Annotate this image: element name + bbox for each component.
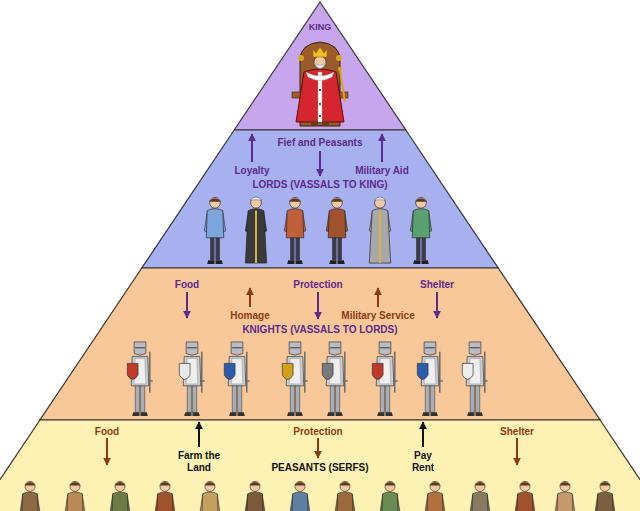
peasant-figure bbox=[425, 481, 445, 511]
pyramid-tier: KNIGHTS (VASSALS TO LORDS) Food Protection… bbox=[39, 268, 601, 420]
tier-arrow bbox=[381, 134, 383, 162]
knight-figure bbox=[417, 342, 442, 416]
tier-arrow bbox=[249, 288, 251, 307]
arrow-label: Fief and Peasants bbox=[277, 137, 362, 149]
lord-figure bbox=[204, 197, 225, 264]
tier-illustration bbox=[39, 268, 601, 420]
arrow-label: Food bbox=[95, 426, 119, 438]
arrow-label: Loyalty bbox=[234, 165, 269, 177]
peasant-figure bbox=[595, 481, 615, 511]
arrow-label: Military Aid bbox=[355, 165, 409, 177]
peasant-figure bbox=[380, 481, 400, 511]
tier-fill bbox=[0, 420, 640, 511]
tier-arrow bbox=[319, 151, 321, 176]
peasant-figure bbox=[200, 481, 220, 511]
arrow-label: Protection bbox=[293, 279, 342, 291]
peasant-figure bbox=[555, 481, 575, 511]
lord-figure bbox=[284, 197, 305, 264]
tier-title: KING bbox=[309, 22, 332, 32]
arrow-label: Protection bbox=[293, 426, 342, 438]
arrow-label: Homage bbox=[230, 310, 269, 322]
peasant-figures bbox=[20, 481, 615, 511]
peasant-figure bbox=[290, 481, 310, 511]
tier-arrow bbox=[186, 292, 188, 318]
tier-arrow bbox=[198, 422, 200, 447]
arrow-label: Shelter bbox=[500, 426, 534, 438]
knight-figure bbox=[462, 342, 487, 416]
lord-figure bbox=[326, 197, 347, 264]
lord-figure bbox=[369, 197, 390, 263]
tier-outline bbox=[0, 420, 640, 480]
pyramid-tier: PEASANTS (SERFS) Food Protection ShelterFar… bbox=[0, 420, 640, 511]
peasant-figure bbox=[20, 481, 40, 511]
knight-figure bbox=[322, 342, 347, 416]
tier-fill bbox=[142, 130, 498, 268]
arrow-label: Farm the Land bbox=[172, 450, 226, 473]
arrow-label: Food bbox=[175, 279, 199, 291]
knight-figure bbox=[179, 342, 204, 416]
knight-figure bbox=[127, 342, 152, 416]
tier-arrow bbox=[106, 438, 108, 465]
arrow-label: Shelter bbox=[420, 279, 454, 291]
peasant-figure bbox=[335, 481, 355, 511]
tier-outline bbox=[40, 268, 600, 420]
tier-outline bbox=[142, 130, 498, 268]
tier-arrow bbox=[422, 422, 424, 447]
peasant-figure bbox=[515, 481, 535, 511]
tier-shape bbox=[39, 268, 601, 420]
peasant-figure bbox=[155, 481, 175, 511]
tier-fill bbox=[234, 2, 406, 130]
tier-title: LORDS (VASSALS TO KING) bbox=[252, 179, 387, 191]
tier-shape bbox=[138, 130, 502, 268]
tier-arrow bbox=[317, 292, 319, 319]
knight-figure bbox=[224, 342, 249, 416]
tier-fill bbox=[40, 268, 600, 420]
tier-arrow bbox=[516, 438, 518, 465]
peasant-figure bbox=[65, 481, 85, 511]
king-figure bbox=[292, 42, 348, 126]
tier-title: PEASANTS (SERFS) bbox=[271, 462, 368, 474]
tier-illustration bbox=[138, 130, 502, 268]
arrow-label: Pay Rent bbox=[404, 450, 442, 473]
peasant-figure bbox=[110, 481, 130, 511]
pyramid-tier: KING bbox=[234, 2, 406, 130]
tier-arrow bbox=[436, 292, 438, 318]
tier-arrow bbox=[317, 438, 319, 458]
lord-figure bbox=[410, 197, 431, 264]
knight-figure bbox=[282, 342, 307, 416]
arrow-label: Military Service bbox=[341, 310, 414, 322]
pyramid-tier: LORDS (VASSALS TO KING) Fief and Peasants… bbox=[138, 130, 502, 268]
peasant-figure bbox=[245, 481, 265, 511]
peasant-figure bbox=[470, 481, 490, 511]
lord-figure bbox=[245, 197, 266, 263]
tier-illustration bbox=[234, 2, 406, 130]
tier-outline bbox=[234, 2, 406, 130]
tier-arrow bbox=[251, 134, 253, 162]
knight-figure bbox=[372, 342, 397, 416]
tier-title: KNIGHTS (VASSALS TO LORDS) bbox=[242, 324, 397, 336]
tier-arrow bbox=[377, 288, 379, 307]
